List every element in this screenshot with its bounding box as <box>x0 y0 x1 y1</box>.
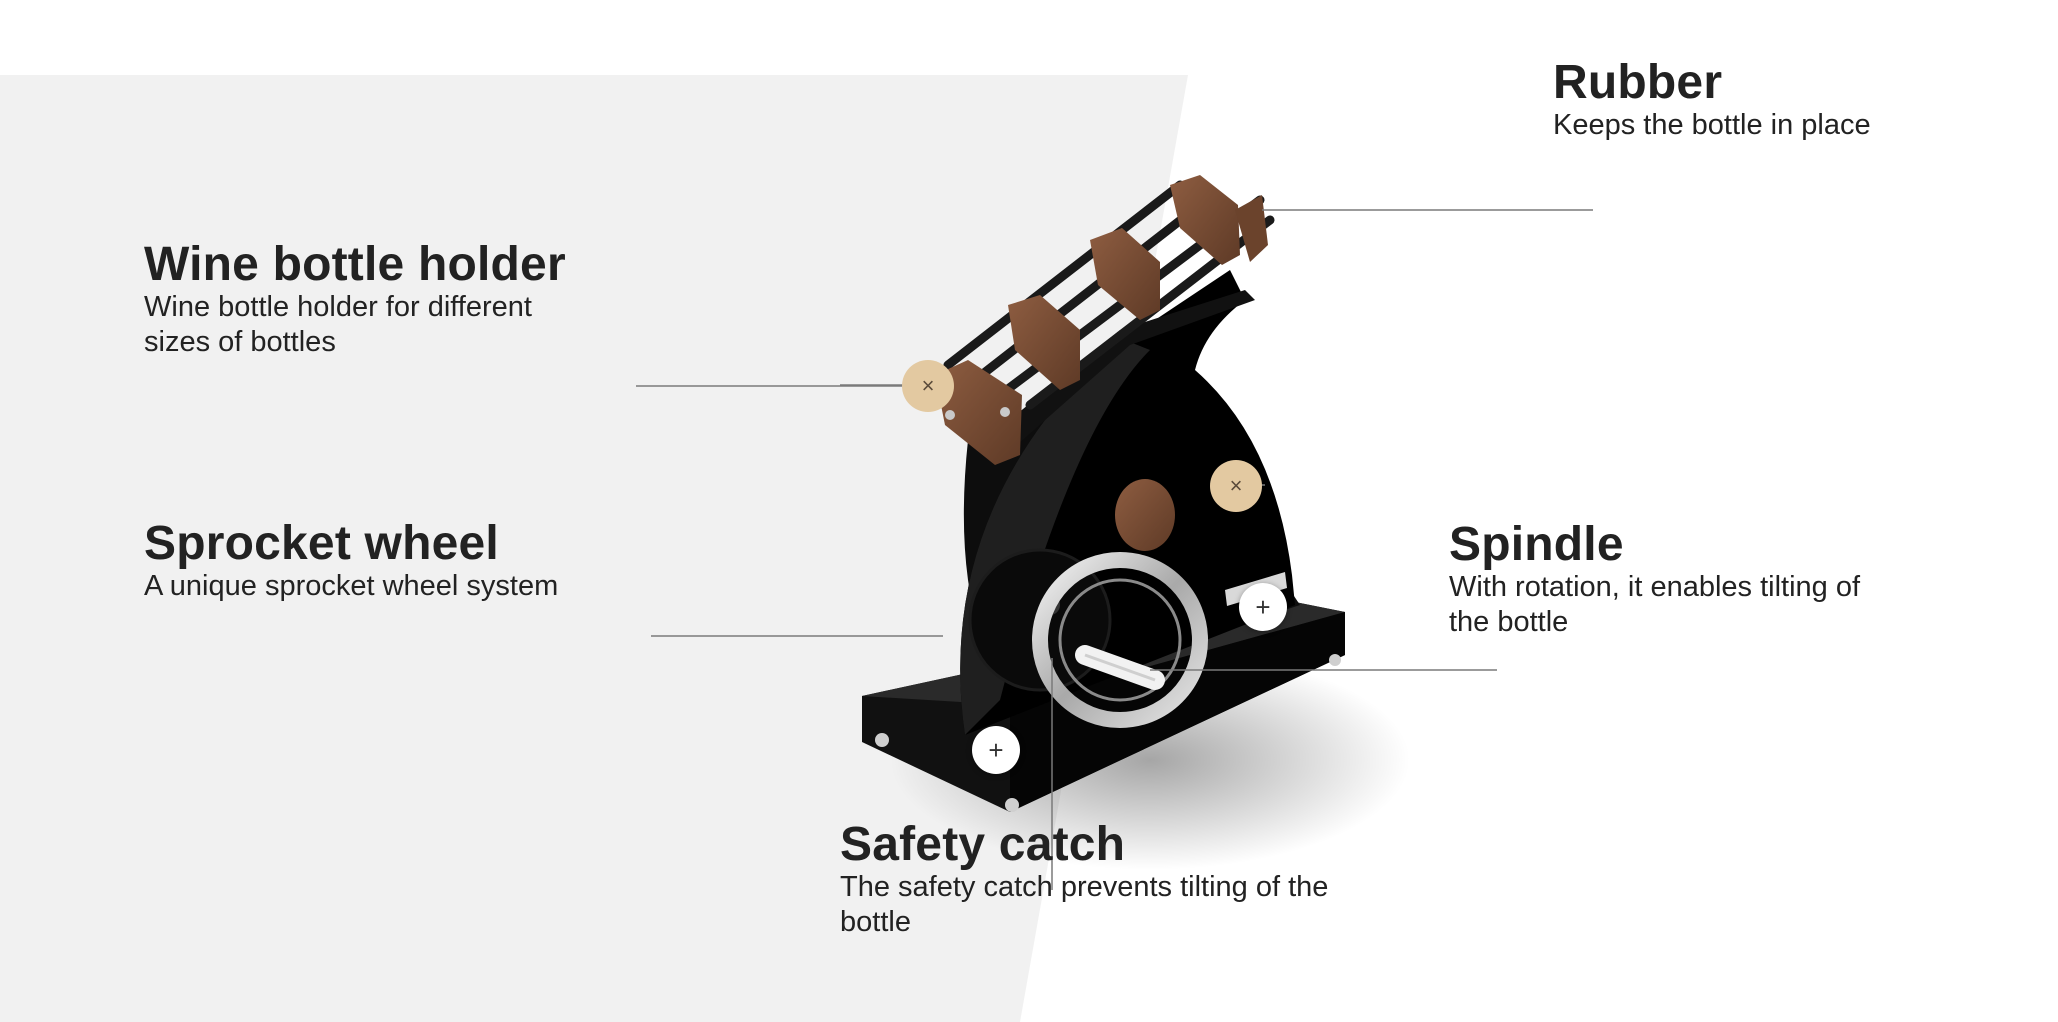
feature-description-line: The safety catch prevents tilting of the <box>840 871 1329 903</box>
feature-wine-bottle-holder: Wine bottle holder Wine bottle holder fo… <box>144 240 566 360</box>
hotspot-wine-bottle-holder[interactable]: × <box>902 360 954 412</box>
hotspot-spindle[interactable]: × <box>1210 460 1262 512</box>
feature-spindle: Spindle With rotation, it enables tiltin… <box>1449 520 1860 640</box>
feature-description: Keeps the bottle in place <box>1553 109 1871 141</box>
close-icon: × <box>1229 473 1243 498</box>
hotspot-label-plate[interactable]: + <box>1239 583 1287 631</box>
close-icon: × <box>921 373 935 398</box>
hotspot-base[interactable]: + <box>972 726 1020 774</box>
feature-description-line: the bottle <box>1449 606 1569 638</box>
feature-title: Wine bottle holder <box>144 238 566 291</box>
plus-icon: + <box>1255 592 1271 622</box>
feature-safety-catch: Safety catch The safety catch prevents t… <box>840 820 1328 940</box>
feature-description-line: Wine bottle holder for different <box>144 291 532 323</box>
feature-description-line: bottle <box>840 906 911 938</box>
feature-title: Spindle <box>1449 518 1624 571</box>
feature-description: A unique sprocket wheel system <box>144 570 559 602</box>
feature-title: Sprocket wheel <box>144 517 499 570</box>
plus-icon: + <box>988 735 1004 765</box>
feature-title: Safety catch <box>840 818 1126 871</box>
feature-description-line: With rotation, it enables tilting of <box>1449 571 1861 603</box>
feature-description-line: sizes of bottles <box>144 326 336 358</box>
feature-rubber: Rubber Keeps the bottle in place <box>1553 58 1871 143</box>
feature-sprocket-wheel: Sprocket wheel A unique sprocket wheel s… <box>144 519 558 604</box>
feature-title: Rubber <box>1553 56 1723 109</box>
